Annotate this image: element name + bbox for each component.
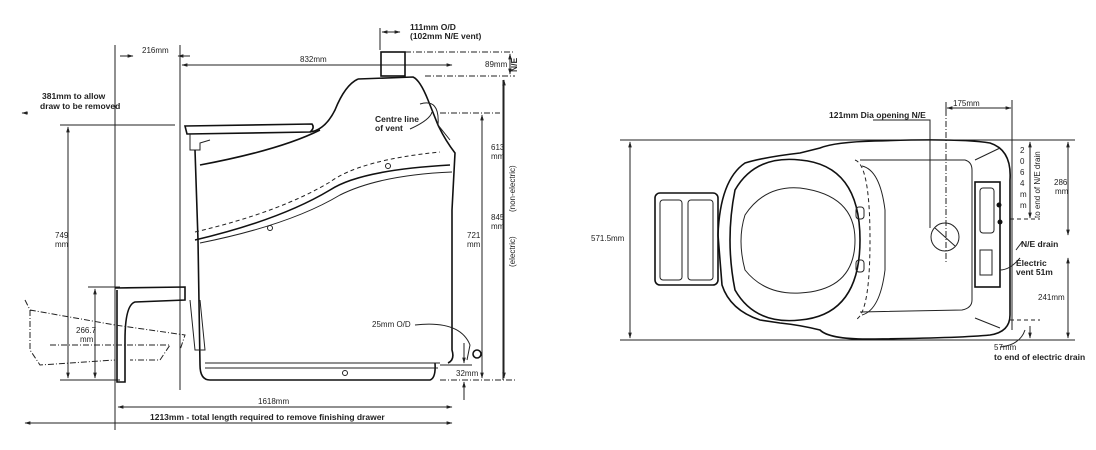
connector <box>997 219 1003 225</box>
dim-175-label: 175mm <box>953 99 980 108</box>
dim-206-char: m <box>1020 190 1027 199</box>
dim-266-label: 266.7 <box>76 326 97 335</box>
lid-recess <box>859 159 973 313</box>
centre-line-label1: Centre line <box>375 114 419 124</box>
vent-opening <box>930 222 960 252</box>
drawer-handle <box>659 199 683 281</box>
non-electric-label: (non-electric) <box>508 165 517 212</box>
dim-286-label: 286 <box>1054 178 1068 187</box>
dim-32-label: 32mm <box>456 369 479 378</box>
unit-outline <box>194 149 436 381</box>
dim-721-unit: mm <box>467 240 481 249</box>
drawer-handle <box>687 199 714 281</box>
drawer-front <box>189 299 206 351</box>
ne-drain-end-label: to end of N/E drain <box>1033 151 1042 218</box>
electric-vent-label2: vent 51m <box>1016 267 1053 277</box>
vent-bracket <box>419 102 451 141</box>
top-view: 175mm 121mm Dia opening N/E 571.5mm 2 0 … <box>591 99 1085 362</box>
control-panel <box>974 181 1001 288</box>
seat-edge <box>861 165 886 316</box>
dim-266-unit: mm <box>80 335 94 344</box>
ne-label: N/E <box>509 58 519 73</box>
drawer-note-line2: draw to be removed <box>40 101 120 111</box>
dim-845-unit: mm <box>491 222 505 231</box>
drawer-stand <box>114 286 186 383</box>
electric-drain-end-label: to end of electric drain <box>994 352 1085 362</box>
dim-206-char: 6 <box>1020 168 1025 177</box>
vent-pipe <box>380 51 406 77</box>
drawer-removed <box>24 299 186 366</box>
dim-206-char: 4 <box>1020 179 1025 188</box>
unit-outline <box>309 78 359 133</box>
unit-outline <box>717 139 1011 340</box>
electric-label: (electric) <box>508 236 517 267</box>
dim-206-char: 0 <box>1020 157 1025 166</box>
seat-opening <box>740 187 856 294</box>
connector <box>996 202 1002 208</box>
leader-line <box>1015 241 1023 251</box>
dim-845-label: 845 <box>491 213 505 222</box>
drawer-tray <box>654 192 719 286</box>
unit-outline <box>199 129 321 166</box>
dim-571-label: 571.5mm <box>591 234 625 243</box>
dim-721-label: 721 <box>467 231 481 240</box>
dim-613-label: 613 <box>491 143 505 152</box>
dim-57-label: 57mm <box>994 343 1017 352</box>
seat-bumper <box>855 206 865 220</box>
leader-line <box>999 257 1021 271</box>
vent-od-label: 111mm O/D <box>410 22 456 32</box>
seat-bumper <box>855 259 865 273</box>
unit-band <box>199 171 453 244</box>
screw <box>267 225 273 231</box>
leader-line <box>873 119 931 228</box>
total-length-label: 1213mm - total length required to remove… <box>150 412 385 422</box>
unit-band <box>194 164 451 241</box>
leader-line <box>414 323 471 361</box>
dim-241-label: 241mm <box>1038 293 1065 302</box>
dim-206-label: 2 0 6 4 m m <box>1020 146 1027 210</box>
unit-outline <box>357 76 456 364</box>
vent-ne-label: (102mm N/E vent) <box>410 31 481 41</box>
unit-band <box>194 151 441 233</box>
seat-lid <box>183 123 314 135</box>
leader-line <box>409 111 433 130</box>
drawer-note-line1: 381mm to allow <box>42 91 106 101</box>
dim-832-label: 832mm <box>300 55 327 64</box>
centre-line-label2: of vent <box>375 123 403 133</box>
drain-outlet <box>472 349 482 359</box>
unit-edge <box>974 147 1001 329</box>
ne-drain-label: N/E drain <box>1021 239 1058 249</box>
electric-vent <box>979 249 993 276</box>
dim-216-label: 216mm <box>142 46 169 55</box>
screw <box>342 370 348 376</box>
dim-286-unit: mm <box>1055 187 1069 196</box>
dim-1618-label: 1618mm <box>258 397 289 406</box>
dim-613-unit: mm <box>491 152 505 161</box>
hinge <box>189 134 211 151</box>
dim-206-char: 2 <box>1020 146 1025 155</box>
dim-89-label: 89mm <box>485 60 508 69</box>
dim-206-char: m <box>1020 201 1027 210</box>
ne-drain-outlet <box>979 187 995 234</box>
drain-od-label: 25mm O/D <box>372 320 411 329</box>
seat-edge <box>854 159 871 321</box>
electric-vent-label1: Electric <box>1016 258 1047 268</box>
toilet-seat <box>729 158 861 322</box>
side-view: 111mm O/D (102mm N/E vent) 216mm 832mm 8… <box>21 22 519 430</box>
dim-749-label: 749 <box>55 231 69 240</box>
leader-line <box>999 329 1026 348</box>
opening-label: 121mm Dia opening N/E <box>829 110 926 120</box>
screw <box>385 163 391 169</box>
vent-diameter <box>934 227 956 247</box>
dim-749-unit: mm <box>55 240 69 249</box>
